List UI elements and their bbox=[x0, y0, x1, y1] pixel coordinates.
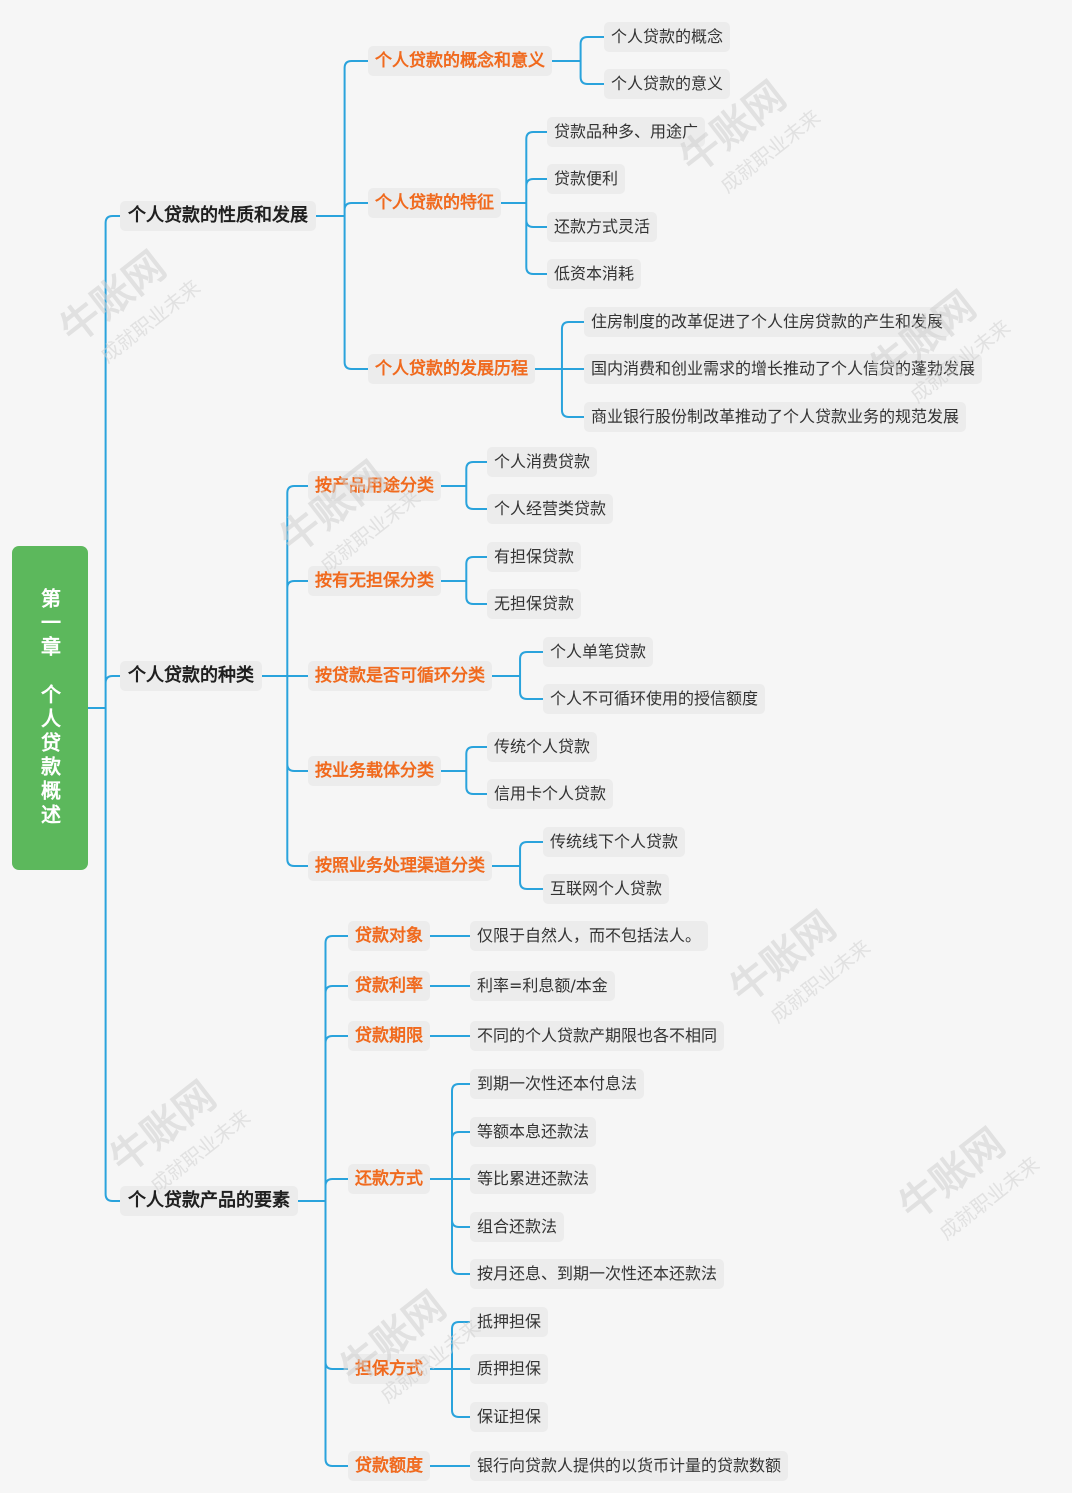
connector-line bbox=[430, 1083, 470, 1275]
connector-line bbox=[316, 60, 368, 370]
connector-line bbox=[262, 485, 308, 867]
connector-line bbox=[552, 36, 604, 85]
leaf-item[interactable]: 个人单笔贷款 bbox=[543, 637, 654, 667]
topic-features[interactable]: 个人贷款的特征 bbox=[368, 188, 501, 218]
leaf-item[interactable]: 有担保贷款 bbox=[487, 542, 582, 572]
topic-loan-term[interactable]: 贷款期限 bbox=[348, 1021, 430, 1051]
topic-by-carrier[interactable]: 按业务载体分类 bbox=[308, 756, 441, 786]
leaf-item[interactable]: 住房制度的改革促进了个人住房贷款的产生和发展 bbox=[584, 307, 951, 337]
topic-interest-rate[interactable]: 贷款利率 bbox=[348, 971, 430, 1001]
leaf-item[interactable]: 等比累进还款法 bbox=[470, 1164, 597, 1194]
leaf-item[interactable]: 等额本息还款法 bbox=[470, 1117, 597, 1147]
leaf-item[interactable]: 组合还款法 bbox=[470, 1212, 565, 1242]
topic-concept-meaning[interactable]: 个人贷款的概念和意义 bbox=[368, 46, 552, 76]
topic-history[interactable]: 个人贷款的发展历程 bbox=[368, 354, 535, 384]
root-node[interactable]: 第一章 个人贷款概述 bbox=[12, 546, 88, 870]
branch-loan-types[interactable]: 个人贷款的种类 bbox=[120, 661, 262, 691]
leaf-item[interactable]: 低资本消耗 bbox=[547, 259, 642, 289]
connector-line bbox=[441, 746, 487, 795]
leaf-item[interactable]: 信用卡个人贷款 bbox=[487, 779, 614, 809]
leaf-item[interactable]: 质押担保 bbox=[470, 1354, 549, 1384]
leaf-item[interactable]: 个人贷款的意义 bbox=[604, 69, 731, 99]
connector-line bbox=[441, 461, 487, 510]
leaf-item[interactable]: 保证担保 bbox=[470, 1402, 549, 1432]
topic-loan-object[interactable]: 贷款对象 bbox=[348, 921, 430, 951]
leaf-item[interactable]: 传统个人贷款 bbox=[487, 732, 598, 762]
leaf-item[interactable]: 利率=利息额/本金 bbox=[470, 971, 615, 1001]
topic-repayment[interactable]: 还款方式 bbox=[348, 1164, 430, 1194]
topic-guarantee-method[interactable]: 担保方式 bbox=[348, 1354, 430, 1384]
leaf-item[interactable]: 还款方式灵活 bbox=[547, 212, 658, 242]
leaf-item[interactable]: 个人消费贷款 bbox=[487, 447, 598, 477]
topic-loan-amount[interactable]: 贷款额度 bbox=[348, 1451, 430, 1481]
connector-line bbox=[492, 651, 543, 700]
topic-by-guarantee[interactable]: 按有无担保分类 bbox=[308, 566, 441, 596]
root-label: 第一章 个人贷款概述 bbox=[37, 588, 62, 828]
connector-line bbox=[535, 321, 584, 418]
connector-line bbox=[298, 935, 348, 1467]
leaf-item[interactable]: 传统线下个人贷款 bbox=[543, 827, 686, 857]
connector-line bbox=[430, 1321, 470, 1418]
leaf-item[interactable]: 贷款品种多、用途广 bbox=[547, 117, 706, 147]
branch-product-elements[interactable]: 个人贷款产品的要素 bbox=[120, 1186, 298, 1216]
connector-line bbox=[441, 556, 487, 605]
topic-by-revolving[interactable]: 按贷款是否可循环分类 bbox=[308, 661, 492, 691]
leaf-item[interactable]: 无担保贷款 bbox=[487, 589, 582, 619]
leaf-item[interactable]: 个人经营类贷款 bbox=[487, 494, 614, 524]
topic-by-purpose[interactable]: 按产品用途分类 bbox=[308, 471, 441, 501]
leaf-item[interactable]: 国内消费和创业需求的增长推动了个人信贷的蓬勃发展 bbox=[584, 354, 983, 384]
connector-line bbox=[88, 215, 120, 1202]
connector-line bbox=[501, 131, 547, 275]
leaf-item[interactable]: 到期一次性还本付息法 bbox=[470, 1069, 645, 1099]
leaf-item[interactable]: 个人贷款的概念 bbox=[604, 22, 731, 52]
leaf-item[interactable]: 抵押担保 bbox=[470, 1307, 549, 1337]
leaf-item[interactable]: 商业银行股份制改革推动了个人贷款业务的规范发展 bbox=[584, 402, 967, 432]
leaf-item[interactable]: 不同的个人贷款产期限也各不相同 bbox=[470, 1021, 725, 1051]
leaf-item[interactable]: 仅限于自然人，而不包括法人。 bbox=[470, 921, 709, 951]
leaf-item[interactable]: 按月还息、到期一次性还本还款法 bbox=[470, 1259, 725, 1289]
leaf-item[interactable]: 银行向贷款人提供的以货币计量的贷款数额 bbox=[470, 1451, 789, 1481]
topic-by-channel[interactable]: 按照业务处理渠道分类 bbox=[308, 851, 492, 881]
connector-line bbox=[492, 841, 543, 890]
leaf-item[interactable]: 互联网个人贷款 bbox=[543, 874, 670, 904]
branch-nature-development[interactable]: 个人贷款的性质和发展 bbox=[120, 201, 316, 231]
leaf-item[interactable]: 个人不可循环使用的授信额度 bbox=[543, 684, 766, 714]
leaf-item[interactable]: 贷款便利 bbox=[547, 164, 626, 194]
